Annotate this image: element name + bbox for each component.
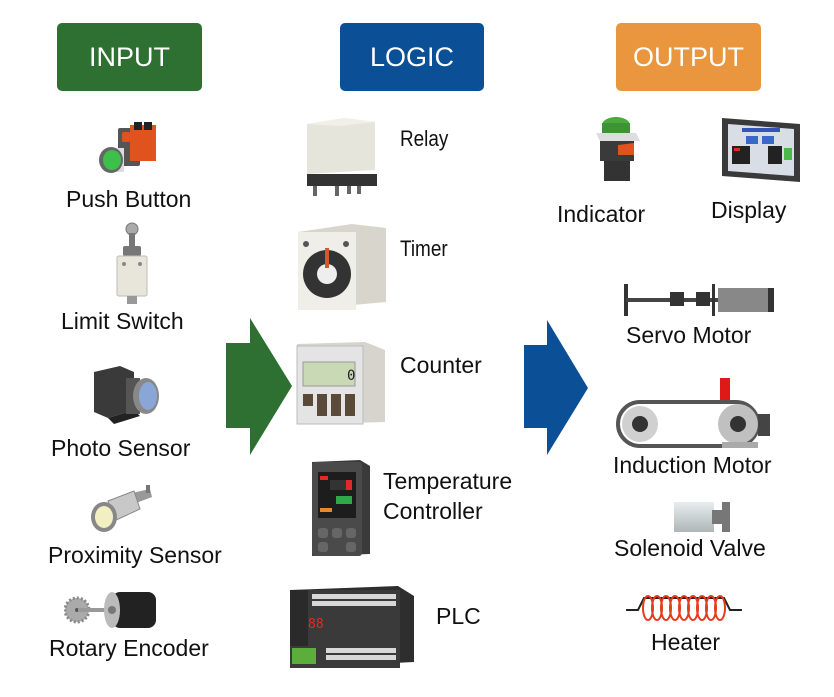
svg-text:88: 88 — [308, 617, 324, 632]
servo-motor-icon — [624, 284, 774, 316]
output-header: OUTPUT — [616, 23, 761, 91]
display-icon — [722, 118, 800, 182]
counter-icon: 0 — [296, 342, 385, 425]
logic-to-output-arrow — [524, 320, 588, 455]
limit-switch-icon — [116, 222, 148, 304]
logic-header: LOGIC — [340, 23, 484, 91]
induction-motor-label: Induction Motor — [613, 452, 772, 478]
solenoid-valve-label: Solenoid Valve — [614, 535, 766, 561]
proximity-sensor-icon — [91, 485, 152, 532]
timer-label: Timer — [400, 236, 448, 261]
limit-switch-label: Limit Switch — [61, 308, 184, 334]
temperature-controller-icon — [312, 460, 370, 556]
rotary-encoder-icon — [64, 592, 156, 628]
temperature-controller-label-line2: Controller — [383, 498, 483, 524]
counter-label: Counter — [400, 352, 482, 378]
push-button-icon — [99, 122, 156, 173]
servo-motor-label: Servo Motor — [626, 322, 752, 348]
proximity-sensor-label: Proximity Sensor — [48, 542, 222, 568]
relay-icon — [307, 118, 377, 196]
indicator-icon — [596, 117, 640, 181]
heater-icon — [626, 595, 742, 621]
output-header-label: OUTPUT — [633, 41, 744, 72]
relay-label: Relay — [400, 126, 449, 151]
photo-sensor-label: Photo Sensor — [51, 435, 191, 461]
input-header: INPUT — [57, 23, 202, 91]
push-button-label: Push Button — [66, 186, 192, 212]
logic-header-label: LOGIC — [369, 41, 455, 72]
timer-icon — [298, 224, 386, 310]
input-header-label: INPUT — [89, 41, 170, 72]
svg-text:0: 0 — [347, 368, 355, 384]
rotary-encoder-label: Rotary Encoder — [49, 635, 209, 661]
heater-label: Heater — [651, 629, 721, 655]
solenoid-valve-icon — [674, 502, 730, 532]
induction-motor-icon — [616, 378, 770, 448]
input-to-logic-arrow — [226, 318, 292, 455]
plc-icon: 88 — [290, 586, 414, 668]
photo-sensor-icon — [94, 366, 159, 424]
indicator-label: Indicator — [557, 201, 646, 227]
display-label: Display — [711, 197, 787, 223]
plc-label: PLC — [436, 603, 481, 629]
temperature-controller-label-line1: Temperature — [383, 468, 513, 494]
